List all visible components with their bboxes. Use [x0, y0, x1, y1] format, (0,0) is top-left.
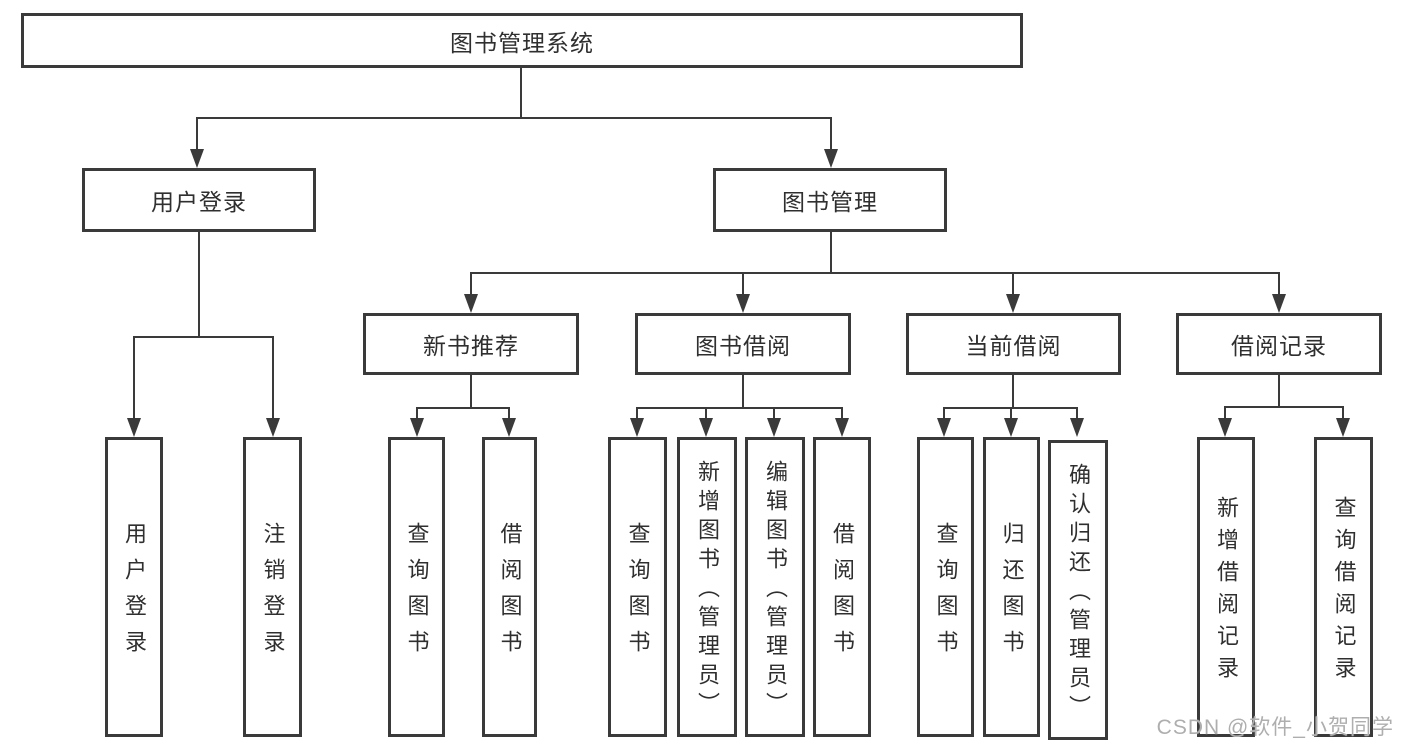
node-current-borrowing: 当前借阅	[906, 313, 1121, 375]
leaf-return-books: 归还图书	[983, 437, 1040, 737]
arrowhead-down-icon	[1070, 418, 1084, 437]
leaf-query-borrow-record: 查询借阅记录	[1314, 437, 1373, 737]
arrowhead-down-icon	[464, 294, 478, 313]
leaf-confirm-return-admin: 确认归还（管理员）	[1048, 440, 1108, 740]
leaf-label: 确认归还（管理员）	[1066, 463, 1091, 724]
arrowhead-down-icon	[835, 418, 849, 437]
connector-line	[841, 407, 843, 420]
node-label: 当前借阅	[965, 333, 1062, 359]
node-borrowing-records: 借阅记录	[1176, 313, 1382, 375]
leaf-label: 新增图书（管理员）	[695, 460, 720, 721]
arrowhead-down-icon	[190, 149, 204, 168]
node-book-borrowing: 图书借阅	[635, 313, 851, 375]
connector-line	[705, 407, 707, 420]
connector-line	[1278, 272, 1280, 297]
leaf-query-books-current: 查询图书	[917, 437, 974, 737]
node-label: 新书推荐	[423, 333, 519, 359]
connector-line	[1224, 406, 1226, 420]
connector-line	[470, 375, 472, 407]
connector-line	[471, 272, 1280, 274]
arrowhead-down-icon	[630, 418, 644, 437]
leaf-label: 新增借阅记录	[1214, 496, 1239, 688]
connector-line	[133, 336, 135, 420]
connector-line	[742, 272, 744, 297]
arrowhead-down-icon	[410, 418, 424, 437]
connector-line	[1278, 375, 1280, 406]
node-new-book-recommendation: 新书推荐	[363, 313, 579, 375]
node-user-login: 用户登录	[82, 168, 316, 232]
leaf-logout: 注销登录	[243, 437, 302, 737]
leaf-query-books-borrowing: 查询图书	[608, 437, 667, 737]
connector-line	[272, 336, 274, 420]
node-label: 借阅记录	[1231, 333, 1327, 359]
leaf-label: 查询图书	[404, 522, 430, 666]
leaf-add-borrow-record: 新增借阅记录	[1197, 437, 1255, 737]
arrowhead-down-icon	[699, 418, 713, 437]
connector-line	[416, 407, 418, 420]
connector-line	[1012, 272, 1014, 297]
arrowhead-down-icon	[1004, 418, 1018, 437]
leaf-label: 注销登录	[260, 522, 286, 666]
node-label: 用户登录	[151, 189, 247, 215]
arrowhead-down-icon	[502, 418, 516, 437]
node-root-library-management-system: 图书管理系统	[21, 13, 1023, 68]
arrowhead-down-icon	[937, 418, 951, 437]
arrowhead-down-icon	[1218, 418, 1232, 437]
connector-line	[508, 407, 510, 420]
arrowhead-down-icon	[1006, 294, 1020, 313]
arrowhead-down-icon	[1272, 294, 1286, 313]
connector-line	[1225, 406, 1343, 408]
node-label: 图书借阅	[695, 333, 791, 359]
leaf-label: 借阅图书	[497, 522, 523, 666]
arrowhead-down-icon	[266, 418, 280, 437]
leaf-add-books-admin: 新增图书（管理员）	[677, 437, 737, 737]
connector-line	[742, 375, 744, 407]
leaf-borrow-books-recommend: 借阅图书	[482, 437, 537, 737]
arrowhead-down-icon	[127, 418, 141, 437]
arrowhead-down-icon	[736, 294, 750, 313]
connector-line	[470, 272, 472, 297]
node-book-management: 图书管理	[713, 168, 947, 232]
csdn-watermark: CSDN @软件_小贺同学	[1156, 716, 1394, 739]
connector-line	[943, 407, 945, 420]
connector-line	[1076, 407, 1078, 420]
leaf-borrow-books-borrowing: 借阅图书	[813, 437, 871, 737]
connector-line	[1012, 375, 1014, 407]
leaf-label: 查询图书	[625, 522, 651, 666]
node-label: 图书管理系统	[450, 29, 594, 56]
leaf-edit-books-admin: 编辑图书（管理员）	[745, 437, 805, 737]
leaf-label: 查询图书	[933, 522, 959, 666]
connector-line	[773, 407, 775, 420]
connector-line	[830, 232, 832, 272]
connector-line	[636, 407, 638, 420]
leaf-label: 查询借阅记录	[1331, 496, 1357, 688]
connector-line	[830, 117, 832, 151]
connector-line	[417, 407, 510, 409]
arrowhead-down-icon	[767, 418, 781, 437]
connector-line	[1342, 406, 1344, 420]
arrowhead-down-icon	[1336, 418, 1350, 437]
arrowhead-down-icon	[824, 149, 838, 168]
connector-line	[197, 117, 832, 119]
leaf-label: 借阅图书	[830, 522, 855, 666]
connector-line	[520, 68, 522, 117]
connector-line	[198, 232, 200, 336]
leaf-label: 归还图书	[999, 522, 1025, 666]
leaf-query-books-recommend: 查询图书	[388, 437, 445, 737]
leaf-user-login: 用户登录	[105, 437, 163, 737]
leaf-label: 编辑图书（管理员）	[763, 460, 788, 721]
connector-line	[637, 407, 843, 409]
connector-line	[196, 117, 198, 151]
connector-line	[134, 336, 273, 338]
leaf-label: 用户登录	[122, 522, 147, 666]
connector-line	[1010, 407, 1012, 420]
node-label: 图书管理	[782, 189, 878, 215]
